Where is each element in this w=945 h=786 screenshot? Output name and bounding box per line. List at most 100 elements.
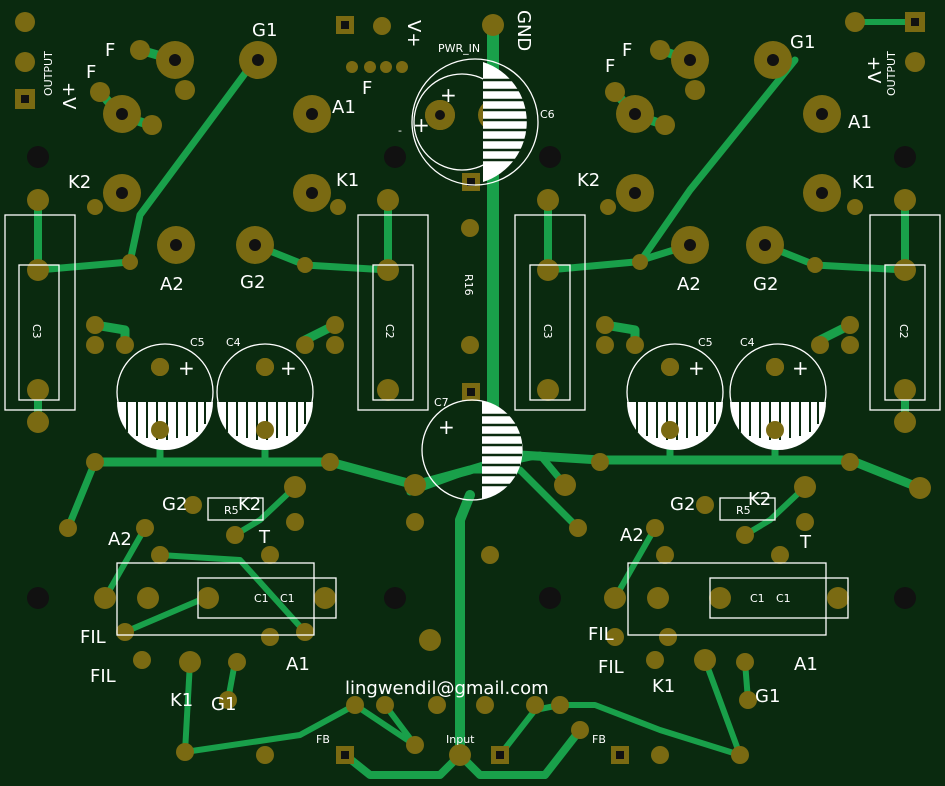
cap-c6 bbox=[411, 58, 539, 186]
label-g2: G2 bbox=[753, 274, 778, 295]
label-r5: R5 bbox=[736, 504, 751, 517]
cap-c4-left bbox=[216, 343, 314, 450]
right-resistor-body bbox=[884, 264, 926, 401]
label-c2: C2 bbox=[897, 324, 910, 339]
label-input: Input bbox=[446, 733, 475, 746]
label-a1: A1 bbox=[286, 654, 310, 675]
mounting-hole bbox=[27, 587, 49, 609]
label-f: F bbox=[605, 56, 615, 77]
g1-right-trace bbox=[636, 56, 799, 266]
r3-outline bbox=[514, 214, 586, 411]
cap-c5-right bbox=[626, 343, 724, 450]
label-f: F bbox=[105, 40, 115, 61]
k1-bottom-left bbox=[182, 659, 418, 755]
r5-left-outline bbox=[207, 497, 264, 521]
label-g2: G2 bbox=[162, 494, 187, 515]
r3-body bbox=[529, 264, 571, 401]
c1-left-body bbox=[197, 577, 337, 619]
mounting-hole bbox=[27, 146, 49, 168]
fb-right-trace bbox=[456, 726, 584, 779]
label-c7-plus: + bbox=[438, 415, 455, 439]
label-f: F bbox=[622, 40, 632, 61]
r5-right-outline bbox=[719, 497, 776, 521]
fb-left-trace bbox=[341, 751, 464, 779]
mounting-hole bbox=[894, 587, 916, 609]
mounting-hole bbox=[539, 587, 561, 609]
label-a1: A1 bbox=[848, 112, 872, 133]
label-k2: K2 bbox=[748, 489, 771, 510]
label-gnd: GND bbox=[513, 10, 534, 51]
label-c5: C5 bbox=[698, 336, 713, 349]
label-c6-minus: - bbox=[398, 124, 402, 137]
label-c4: C4 bbox=[740, 336, 755, 349]
label-fil: FIL bbox=[598, 657, 624, 678]
label-k2: K2 bbox=[238, 494, 261, 515]
label-k2: K2 bbox=[577, 170, 600, 191]
silkscreen-outlines bbox=[4, 58, 941, 636]
c1-left-outline bbox=[116, 562, 315, 636]
label-r5: R5 bbox=[224, 504, 239, 517]
label-k1: K1 bbox=[652, 676, 675, 697]
mid-resistor-body bbox=[372, 264, 414, 401]
mounting-hole bbox=[384, 146, 406, 168]
c1-left-trace bbox=[157, 552, 308, 635]
label-fb: FB bbox=[592, 733, 606, 746]
cap-c5-left bbox=[116, 343, 214, 450]
label-c4: C4 bbox=[226, 336, 241, 349]
label-g1: G1 bbox=[252, 20, 277, 41]
label-t: T bbox=[258, 527, 271, 548]
label-c6: C6 bbox=[540, 108, 555, 121]
ground-left-stub bbox=[64, 458, 99, 532]
left-resistor-body bbox=[18, 264, 60, 401]
label-k1: K1 bbox=[170, 690, 193, 711]
c1-right-outline bbox=[627, 562, 827, 636]
label-k1: K1 bbox=[336, 170, 359, 191]
label-pwr-in: PWR_IN bbox=[438, 42, 480, 55]
fil-left-trace bbox=[122, 597, 203, 635]
label-c5-plus: + bbox=[688, 356, 705, 380]
label-k1: K1 bbox=[852, 172, 875, 193]
mounting-hole bbox=[894, 146, 916, 168]
input-gnd-trace bbox=[455, 490, 475, 765]
silkscreen-labels: G1 F F A1 K2 K1 A2 G2 OUTPUT +V V+ PWR_I… bbox=[30, 10, 910, 746]
label-f: F bbox=[86, 62, 96, 83]
label-r16: R16 bbox=[462, 274, 475, 296]
left-resistor-outline bbox=[4, 214, 76, 411]
right-resistor-outline bbox=[869, 214, 941, 411]
mounting-holes bbox=[27, 146, 916, 609]
label-f: F bbox=[362, 78, 372, 99]
label-a2: A2 bbox=[160, 274, 184, 295]
label-g2: G2 bbox=[240, 272, 265, 293]
c1-right-body bbox=[709, 577, 849, 619]
label-g1: G1 bbox=[790, 32, 815, 53]
left-resistor-trace bbox=[34, 258, 134, 274]
label-t: T bbox=[799, 532, 812, 553]
label-fil: FIL bbox=[90, 666, 116, 687]
label-vplus: V+ bbox=[403, 20, 424, 47]
label-fil: FIL bbox=[588, 624, 614, 645]
label-k2: K2 bbox=[68, 172, 91, 193]
label-g1: G1 bbox=[755, 686, 780, 707]
label-c5: C5 bbox=[190, 336, 205, 349]
label-a2: A2 bbox=[108, 529, 132, 550]
label-fb: FB bbox=[316, 733, 330, 746]
label-a1: A1 bbox=[332, 97, 356, 118]
label-c2: C3 bbox=[541, 324, 554, 339]
label-c4-plus: + bbox=[792, 356, 809, 380]
label-g1: G1 bbox=[211, 694, 236, 715]
cap-c7 bbox=[421, 399, 523, 501]
label-g2: G2 bbox=[670, 494, 695, 515]
label-c1: C1 bbox=[776, 592, 791, 605]
label-c5-plus: + bbox=[178, 356, 195, 380]
label-output-v: +V bbox=[58, 82, 79, 110]
label-c7: C7 bbox=[434, 396, 449, 409]
label-output: OUTPUT bbox=[885, 51, 898, 96]
k1-bottom-right bbox=[557, 657, 743, 758]
g1-left-trace bbox=[126, 56, 259, 266]
mounting-hole bbox=[539, 146, 561, 168]
label-c4-plus: + bbox=[280, 356, 297, 380]
label-a2: A2 bbox=[677, 274, 701, 295]
label-c1: C1 bbox=[254, 592, 269, 605]
label-c1: C1 bbox=[280, 592, 295, 605]
